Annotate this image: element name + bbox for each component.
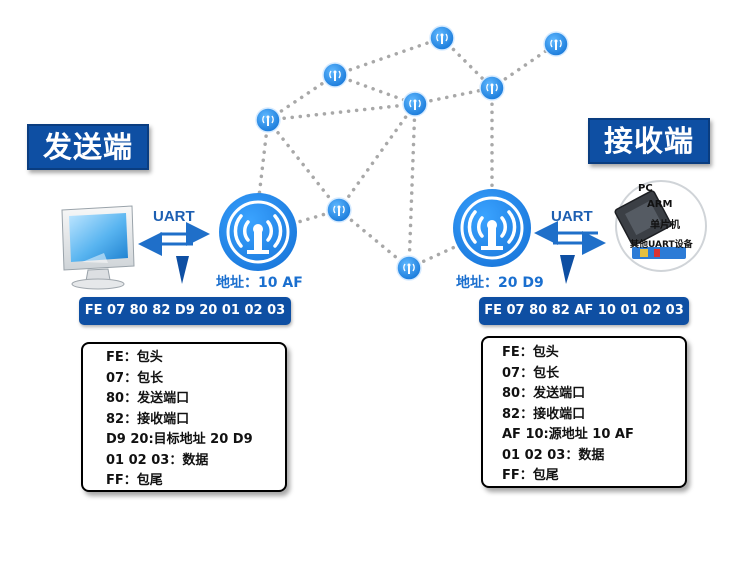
- sender-legend-item: 80：发送端口: [106, 391, 190, 406]
- network-links: [256, 36, 558, 270]
- sender-packet: FE 07 80 82 D9 20 01 02 03 FF: [79, 297, 291, 346]
- receiver-title: 接收端: [588, 118, 710, 164]
- receiver-legend-item: 80：发送端口: [502, 386, 586, 401]
- sender-title: 发送端: [27, 124, 149, 170]
- antenna-node-icon: [255, 107, 281, 133]
- receiver-legend-item: 07：包长: [502, 365, 560, 381]
- sender-legend-item: FF：包尾: [106, 473, 163, 488]
- sender-legend-item: 82：接收端口: [106, 411, 190, 427]
- antenna-node-icon: [402, 91, 428, 117]
- antenna-node-icon: [326, 197, 352, 223]
- antenna-node-icon: [429, 25, 455, 51]
- receiver-legend-item: 01 02 03：数据: [502, 447, 605, 463]
- receiver-legend-box: FE：包头 07：包长 80：发送端口 82：接收端口 AF 10:源地址 10…: [481, 336, 687, 488]
- computer-monitor-icon: [61, 205, 135, 290]
- receiver-node-icon: [453, 189, 531, 267]
- receiver-double-arrow-icon: [534, 221, 606, 284]
- receiver-uart-label: UART: [551, 208, 593, 225]
- receiver-legend-item: FF：包尾: [502, 468, 559, 483]
- receiver-address: 地址：20 D9: [456, 275, 544, 291]
- antenna-node-icon: [543, 31, 569, 57]
- antenna-node-icon: [322, 62, 348, 88]
- sender-double-arrow-icon: [138, 222, 210, 284]
- receiver-packet: FE 07 80 82 AF 10 01 02 03 FF: [479, 297, 689, 346]
- small-nodes: [255, 25, 569, 281]
- sender-address: 地址：10 AF: [216, 275, 303, 291]
- sender-legend-item: D9 20:目标地址 20 D9: [106, 432, 253, 447]
- device-label-arm: ARM: [647, 199, 673, 210]
- receiver-legend-item: FE：包头: [502, 345, 559, 360]
- sender-legend-item: 01 02 03：数据: [106, 452, 209, 468]
- device-label-mcu: 单片机: [650, 220, 680, 231]
- sender-legend-box: FE：包头 07：包长 80：发送端口 82：接收端口 D9 20:目标地址 2…: [81, 342, 287, 492]
- sender-legend-item: FE：包头: [106, 350, 163, 365]
- receiver-legend-item: 82：接收端口: [502, 406, 586, 422]
- sender-legend-item: 07：包长: [106, 370, 164, 386]
- chip-device-icon: [614, 180, 707, 272]
- sender-uart-label: UART: [153, 208, 195, 225]
- device-label-pc: PC: [638, 183, 653, 194]
- antenna-node-icon: [396, 255, 422, 281]
- receiver-legend-item: AF 10:源地址 10 AF: [502, 427, 634, 442]
- device-label-other: 其他UART设备: [630, 240, 693, 250]
- antenna-node-icon: [479, 75, 505, 101]
- sender-node-icon: [219, 193, 297, 271]
